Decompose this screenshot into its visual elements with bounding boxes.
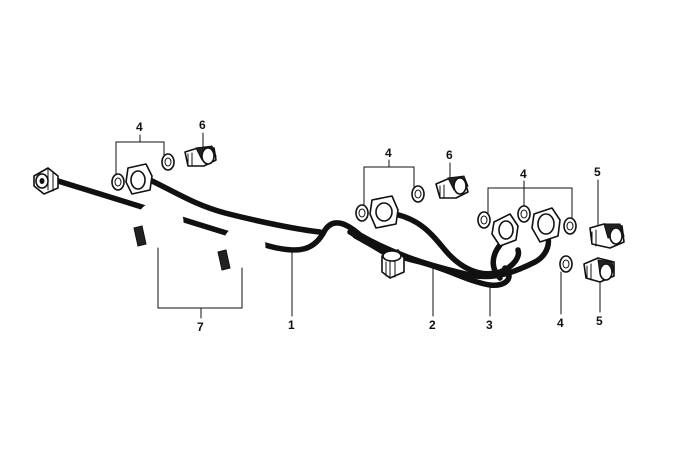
leader-lines — [115, 132, 601, 319]
banjo-bolt — [435, 175, 469, 199]
elbow-fitting — [381, 249, 405, 279]
banjo-group-right — [477, 205, 625, 283]
callout-1: 1 — [288, 318, 295, 332]
callout-labels: 4 6 4 6 4 5 7 1 2 3 4 5 — [136, 118, 603, 334]
callout-6-center: 6 — [446, 148, 453, 162]
callout-5-bottom: 5 — [596, 314, 603, 328]
callout-4-left: 4 — [136, 120, 143, 134]
banjo-group-center — [355, 175, 469, 229]
callout-4-center: 4 — [385, 146, 392, 160]
banjo-group-left — [111, 145, 217, 195]
callout-7: 7 — [197, 320, 204, 334]
callout-3: 3 — [486, 318, 493, 332]
injection-pipes — [55, 177, 552, 289]
callout-4-bottom: 4 — [557, 316, 564, 330]
callout-2: 2 — [429, 318, 436, 332]
left-union-fitting — [33, 167, 59, 195]
callout-5-top: 5 — [594, 165, 601, 179]
banjo-bolt — [184, 145, 217, 167]
banjo-bolt — [589, 223, 625, 249]
pipe-clamp-right — [217, 224, 266, 271]
pipe-clamp-left — [133, 200, 184, 247]
callout-4-right: 4 — [520, 167, 527, 181]
callout-6-left: 6 — [199, 118, 206, 132]
banjo-bolt — [583, 257, 615, 283]
